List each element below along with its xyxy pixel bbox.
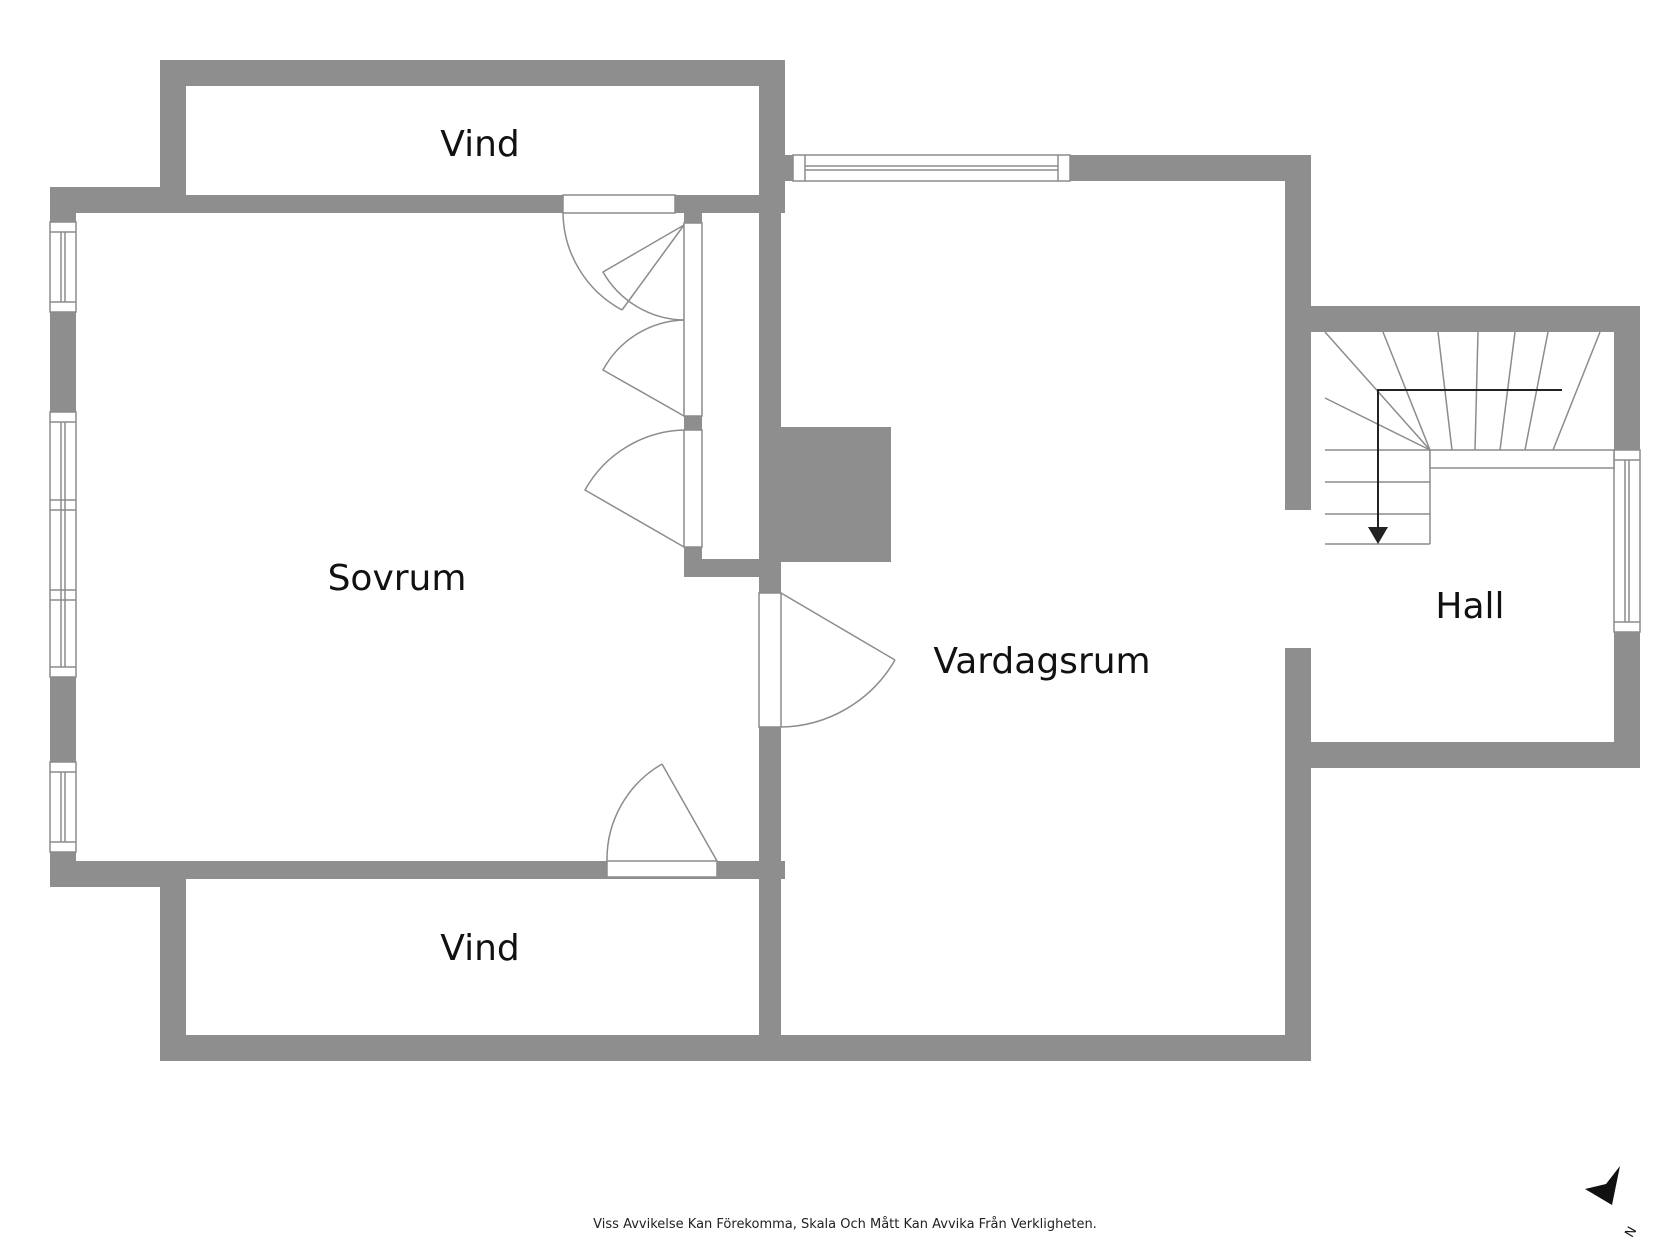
walls	[50, 60, 1640, 1061]
door-frame	[683, 429, 703, 548]
room-label-hall: Hall	[1435, 586, 1504, 627]
window	[792, 154, 1071, 182]
door-frame	[606, 860, 718, 878]
doors	[562, 194, 896, 878]
compass-letter: N	[1623, 1224, 1641, 1240]
compass-icon: N	[1585, 1166, 1640, 1240]
wall	[684, 559, 781, 577]
room-label-vind-bottom: Vind	[440, 928, 520, 969]
wall	[160, 861, 186, 1061]
wall	[160, 60, 186, 195]
window	[1613, 449, 1641, 633]
wall	[160, 60, 785, 86]
stair-landing	[1429, 449, 1615, 469]
doorway	[1285, 510, 1323, 648]
wall	[1285, 742, 1640, 768]
window	[49, 221, 77, 313]
door-frame	[758, 592, 782, 728]
chimney	[781, 427, 891, 562]
room-label-vardagsrum: Vardagsrum	[933, 641, 1150, 682]
windows	[49, 154, 1641, 853]
door-swing	[606, 763, 663, 862]
disclaimer-text: Viss Avvikelse Kan Förekomma, Skala Och …	[593, 1217, 1097, 1232]
room-label-vind-top: Vind	[440, 124, 520, 165]
door-swing	[562, 212, 623, 311]
staircase	[1324, 331, 1615, 545]
door-frame	[562, 194, 676, 214]
stair-direction	[1368, 389, 1562, 544]
room-label-sovrum: Sovrum	[328, 558, 467, 599]
wall	[1285, 306, 1640, 332]
window	[49, 761, 77, 853]
door-frame	[683, 222, 703, 417]
wall	[160, 1035, 1311, 1061]
window	[49, 411, 77, 678]
door-swing	[780, 659, 896, 728]
